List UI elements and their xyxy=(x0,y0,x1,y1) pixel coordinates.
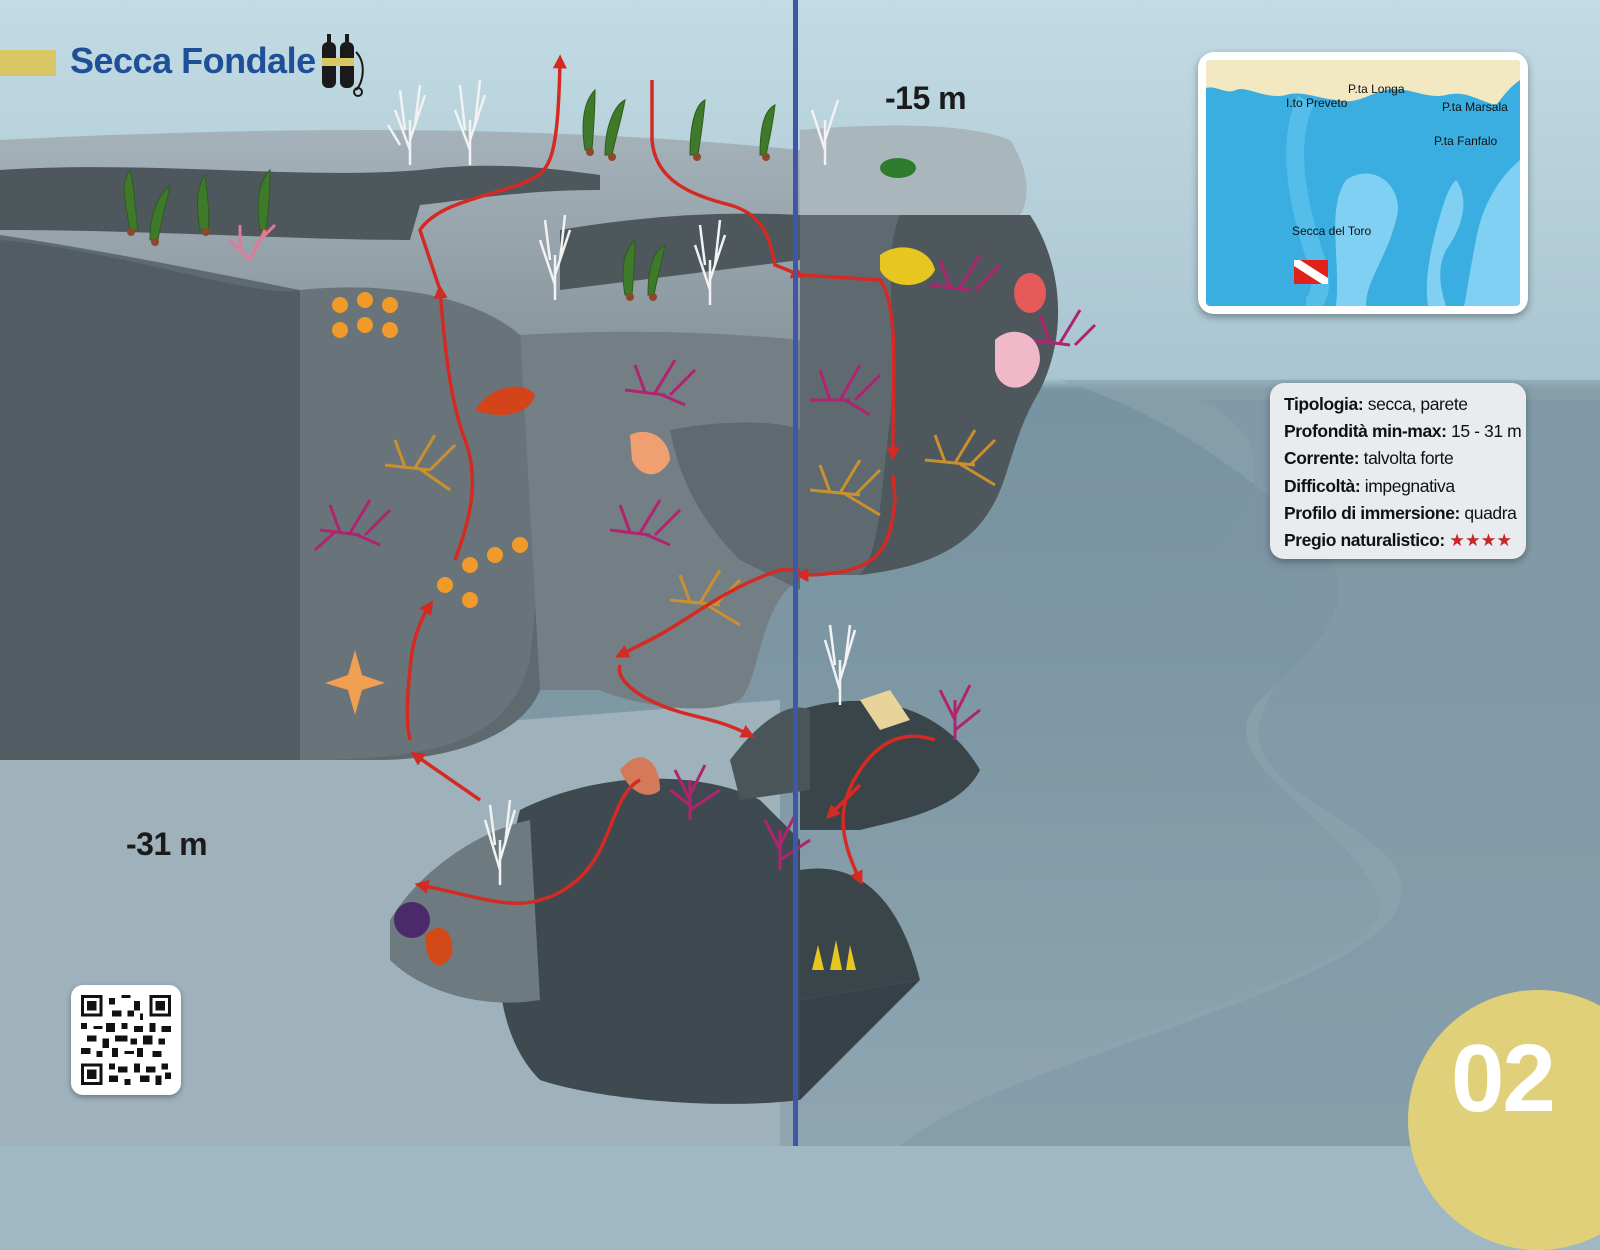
yellow-gorgonian-group xyxy=(384,429,997,627)
info-corrente: Corrente: talvolta forte xyxy=(1284,448,1454,469)
dive-info-card: Tipologia: secca, parete Profondità min-… xyxy=(1270,383,1526,559)
map-label-fanfalo: P.ta Fanfalo xyxy=(1434,134,1498,148)
location-map: I.to Preveto P.ta Longa P.ta Marsala P.t… xyxy=(1206,60,1520,306)
title-accent-bar xyxy=(0,50,56,76)
red-sponge xyxy=(475,386,535,415)
dive-route xyxy=(405,54,936,906)
info-profondita: Profondità min-max: 15 - 31 m xyxy=(1284,421,1522,442)
map-label-marsala: P.ta Marsala xyxy=(1442,100,1508,114)
page-number: 02 xyxy=(1451,1025,1556,1132)
map-label-longa: P.ta Longa xyxy=(1348,82,1405,96)
info-pregio: Pregio naturalistico: ★★★★ xyxy=(1284,530,1513,551)
boulder xyxy=(498,778,800,1104)
scuba-tank-icon xyxy=(322,34,364,97)
sea-fan-group xyxy=(313,254,1097,870)
page-spine xyxy=(793,0,798,1146)
page-title: Secca Fondale xyxy=(70,40,316,81)
rating-stars: ★★★★ xyxy=(1449,530,1513,551)
info-tipologia: Tipologia: secca, parete xyxy=(1284,394,1468,414)
yellow-sponge xyxy=(880,247,935,285)
white-gorgonian-group xyxy=(386,79,857,885)
dive-flag-icon xyxy=(1294,260,1328,284)
map-label-preveto: I.to Preveto xyxy=(1286,96,1348,110)
starfish-group xyxy=(332,292,528,608)
big-starfish xyxy=(325,650,385,715)
qr-code-icon xyxy=(81,995,171,1085)
depth-label-min: -15 m xyxy=(885,80,967,116)
seagrass-group xyxy=(123,88,776,296)
depth-label-max: -31 m xyxy=(126,826,208,862)
info-profilo: Profilo di immersione: quadra xyxy=(1284,502,1517,523)
location-map-card: I.to Preveto P.ta Longa P.ta Marsala P.t… xyxy=(1198,52,1528,314)
map-label-toro: Secca del Toro xyxy=(1292,224,1372,238)
qr-code-card[interactable] xyxy=(71,985,181,1095)
info-difficolta: Difficoltà: impegnativa xyxy=(1284,475,1455,496)
